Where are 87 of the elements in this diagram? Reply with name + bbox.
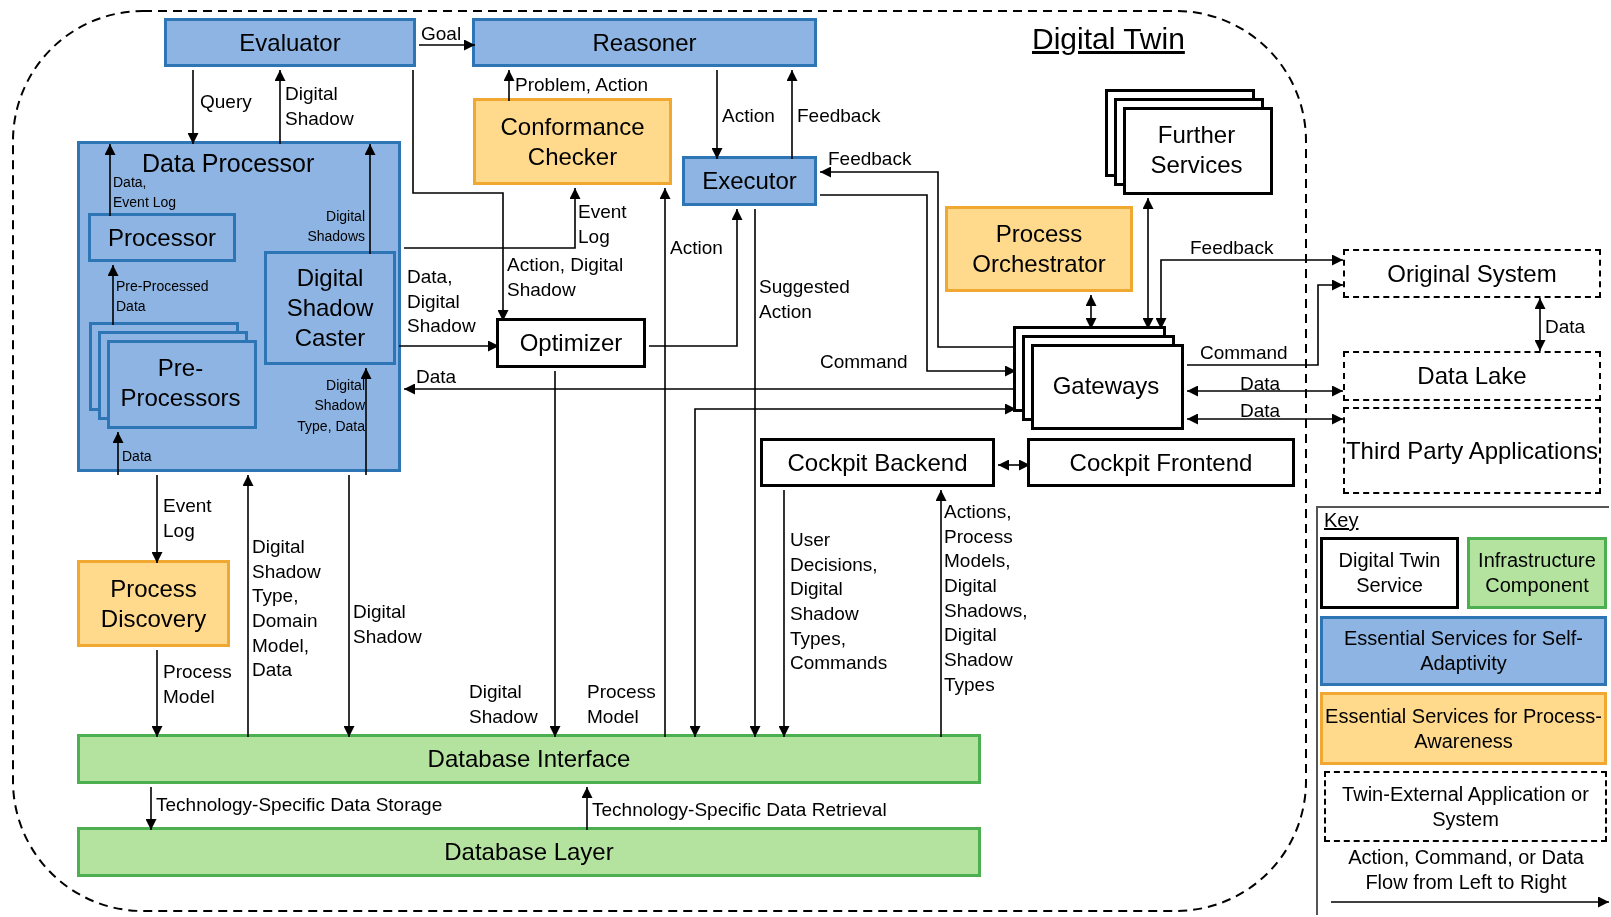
arrow: [1186, 413, 1344, 425]
edge-label: Action, Digital Shadow: [507, 253, 625, 302]
edge-label: Digital Shadow Type, Domain Model, Data: [252, 535, 322, 683]
edge-label: Data: [122, 447, 153, 466]
arrow: [151, 474, 163, 564]
edge-label: Digital Shadows: [306, 207, 365, 247]
edge-label: Suggested Action: [759, 275, 851, 324]
arrow: [935, 489, 947, 738]
legend-text: Action, Command, or Data Flow from Left to Right: [1347, 845, 1585, 895]
arrow: [242, 474, 254, 738]
external-system-box: Third Party Applications: [1343, 407, 1601, 494]
edge-label: Action: [670, 236, 724, 260]
arrow: [187, 69, 199, 145]
group-title: Digital Twin: [1032, 21, 1185, 57]
edge-label: Technology-Specific Data Storage: [156, 793, 444, 817]
edge-label: Action: [722, 104, 776, 128]
service-box: Reasoner: [472, 18, 817, 67]
arrow: [418, 39, 476, 51]
arrow: [145, 786, 157, 831]
edge-label: Command: [1200, 341, 1289, 365]
edge-label: Command: [820, 350, 909, 374]
legend-title: Key: [1324, 509, 1359, 532]
edge-label: Data: [1240, 399, 1282, 423]
edge-label: Digital Shadow: [353, 600, 423, 649]
component-panel: [77, 141, 401, 472]
edge-label: Digital Shadow Type, Data: [296, 376, 365, 436]
edge-label: Goal: [421, 22, 463, 46]
edge-label: Technology-Specific Data Retrieval: [592, 798, 888, 822]
database-bar: Database Layer: [77, 827, 981, 877]
legend-item: Essential Services for Process-Awareness: [1320, 692, 1607, 765]
arrow: [749, 208, 761, 738]
edge-label: Digital Shadow: [285, 82, 355, 131]
service-box: Process Orchestrator: [945, 206, 1133, 292]
service-box: Optimizer: [496, 318, 646, 368]
arrow: [648, 208, 743, 347]
service-box: Executor: [682, 156, 817, 206]
edge-label: Feedback: [1190, 236, 1275, 260]
arrow: [151, 649, 163, 738]
edge-label: Feedback: [797, 104, 882, 128]
arrow: [503, 69, 515, 102]
arrow: [107, 264, 119, 326]
edge-label: Query: [200, 90, 253, 114]
service-box: Cockpit Frontend: [1027, 438, 1295, 487]
arrow: [581, 786, 593, 831]
dashed-frame: [12, 10, 1307, 912]
arrow: [104, 143, 116, 217]
edge-label: Process Model: [587, 680, 657, 729]
arrow: [549, 370, 561, 738]
service-box: Evaluator: [164, 18, 416, 67]
edge-label: Feedback: [828, 147, 913, 171]
service-box: Digital Shadow Caster: [264, 251, 396, 365]
external-system-box: Original System: [1343, 249, 1601, 298]
legend-item: Infrastructure Component: [1467, 537, 1607, 609]
edge-label: Pre-Processed Data: [116, 277, 210, 317]
legend-item: Digital Twin Service: [1320, 537, 1459, 609]
edge-label: Data: [416, 365, 458, 389]
edge-label: Process Model: [163, 660, 233, 709]
arrow: [711, 69, 723, 160]
database-bar: Database Interface: [77, 734, 981, 784]
edge-label: Data: [1240, 372, 1282, 396]
service-box: Cockpit Backend: [760, 438, 995, 487]
arrow: [786, 69, 798, 160]
arrow: [274, 69, 286, 145]
edge-label: Actions, Process Models, Digital Shadows, Digital Shadow Types: [944, 500, 1029, 697]
edge-label: User Decisions, Digital Shadow Types, Commands: [790, 528, 889, 676]
arrow: [343, 474, 355, 738]
service-box: Conformance Checker: [473, 98, 672, 185]
edge-label: Digital Shadow: [469, 680, 539, 729]
edge-label: Problem, Action: [515, 73, 650, 97]
arrow: [1186, 385, 1344, 397]
arrow: [112, 431, 124, 476]
arrow: [1534, 297, 1546, 352]
service-box: Processor: [88, 213, 236, 262]
edge-label: Event Log: [578, 200, 628, 249]
legend-item: Twin-External Application or System: [1324, 771, 1607, 842]
arrow: [403, 187, 581, 249]
edge-label: Data, Digital Shadow: [407, 265, 477, 339]
external-system-box: Data Lake: [1343, 351, 1601, 401]
arrow: [659, 187, 671, 738]
arrow: [1186, 279, 1344, 366]
arrow: [364, 143, 376, 255]
edge-label: Data: [1545, 315, 1587, 339]
arrow: [360, 367, 372, 476]
arrow: [778, 489, 790, 738]
legend-item: Essential Services for Self-Adaptivity: [1320, 616, 1607, 686]
service-box: Process Discovery: [77, 560, 230, 647]
edge-label: Event Log: [163, 494, 213, 543]
